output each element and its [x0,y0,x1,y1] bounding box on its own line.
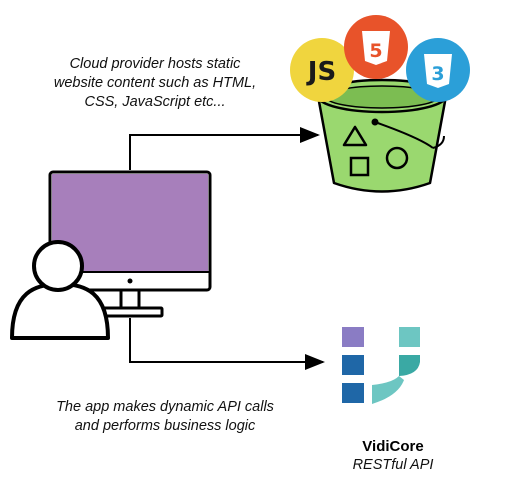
caption-line: website content such as HTML, [53,75,257,91]
css3-badge-label: 3 [431,63,444,85]
javascript-icon: JS [290,38,354,102]
vidicore-subtitle: RESTful API [352,457,434,473]
arrow-to-vidicore [129,318,325,370]
css3-icon: 3 [406,38,470,102]
static-hosting-caption: Cloud provider hosts static website cont… [30,55,280,112]
bucket-icon [316,78,448,193]
caption-line: Cloud provider hosts static [69,56,241,72]
vidicore-logo [342,327,420,404]
js-badge-label: JS [306,57,336,87]
vidicore-name: VidiCore [362,438,424,455]
api-calls-caption: The app makes dynamic API calls and perf… [20,398,310,436]
html5-icon: 5 [344,15,408,79]
monitor-icon [48,170,212,318]
arrow-to-bucket [129,127,320,170]
html5-badge-label: 5 [369,40,382,62]
caption-line: and performs business logic [74,418,256,434]
user-icon [10,240,110,340]
caption-line: The app makes dynamic API calls [56,399,274,415]
caption-line: CSS, JavaScript etc... [84,94,226,110]
